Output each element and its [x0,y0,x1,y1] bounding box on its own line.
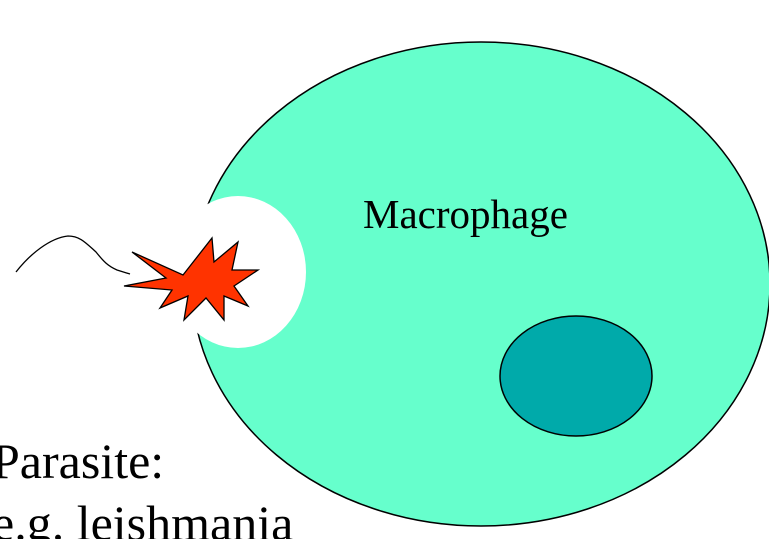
macrophage-nucleus [500,316,652,436]
parasite-flagellum [16,236,130,274]
macrophage-label: Macrophage [363,191,568,237]
parasite-caption-line2: e.g. leishmania [0,495,293,539]
parasite-caption-line1: Parasite: [0,433,164,489]
